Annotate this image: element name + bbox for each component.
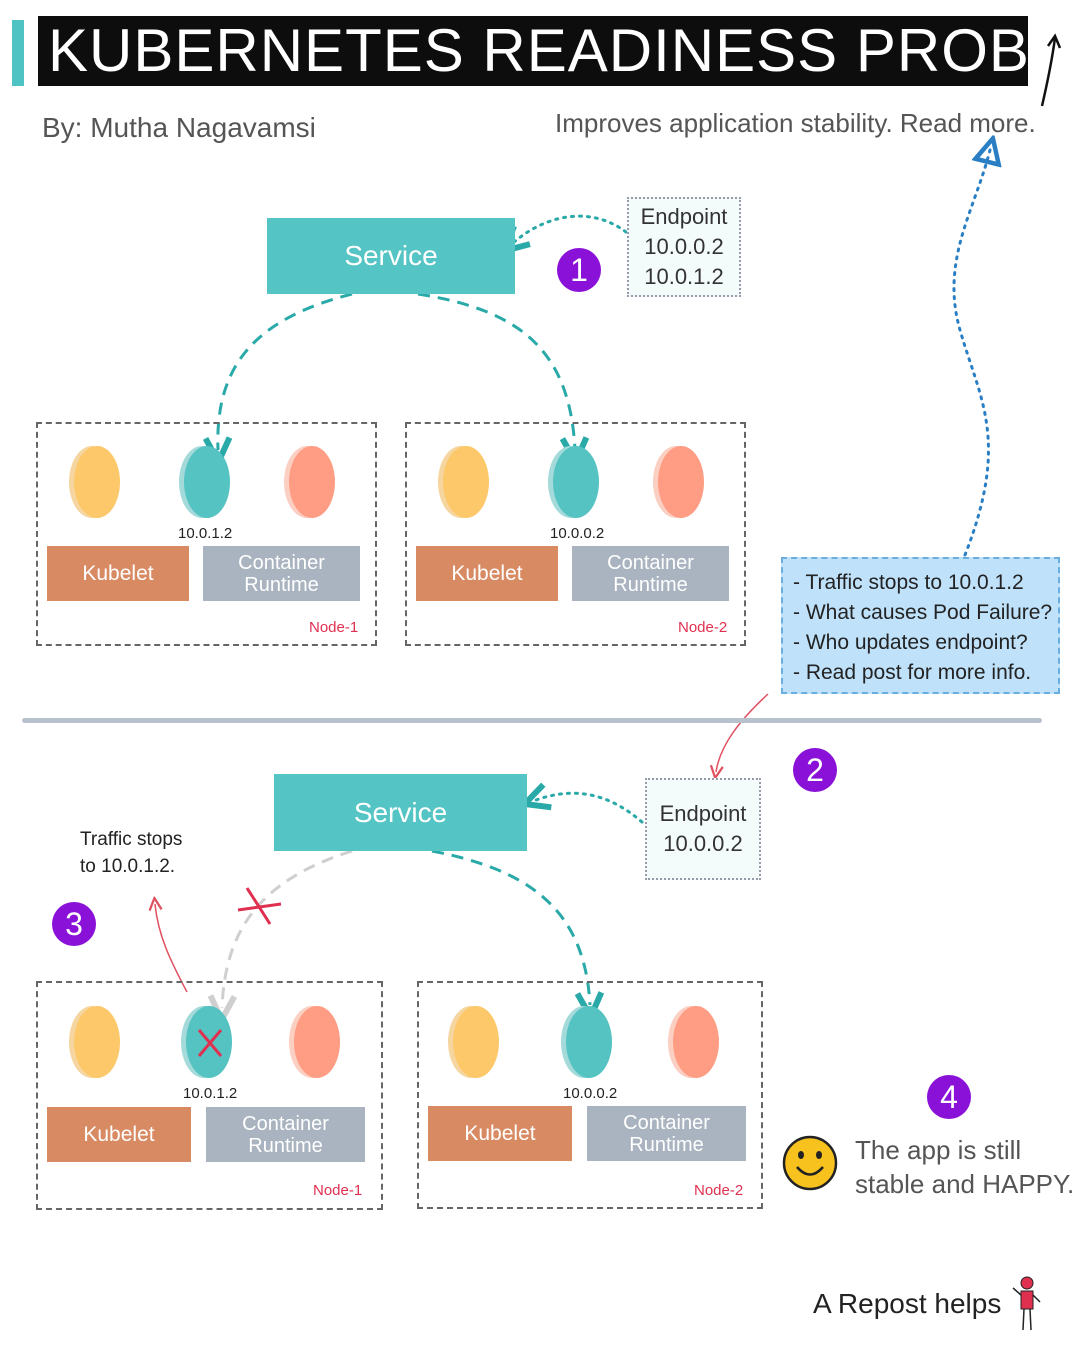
repost-callout: A Repost helps xyxy=(813,1288,1002,1319)
pod-to-traffic-text-arrow xyxy=(155,904,188,993)
pod-ip-label: 10.0.0.2 xyxy=(550,525,605,542)
runtime-label-line2: Runtime xyxy=(248,1134,323,1157)
step-badge-1: 1 xyxy=(557,248,601,292)
runtime-label-line2: Runtime xyxy=(244,573,319,596)
happy-app-message: The app is still stable and HAPPY. xyxy=(855,1133,1074,1201)
runtime-label-line2: Runtime xyxy=(629,1133,704,1156)
section-divider xyxy=(22,718,1042,723)
runtime-label-line1: Container xyxy=(238,551,325,574)
node-name-label: Node-1 xyxy=(313,1182,363,1199)
service-to-pod-node2-arrow xyxy=(417,292,575,450)
node2-pods-scene1 xyxy=(438,446,704,518)
node1-pods-scene1 xyxy=(69,446,335,518)
note-line: - What causes Pod Failure? xyxy=(793,601,1053,624)
pod-ip-label: 10.0.1.2 xyxy=(178,525,233,542)
runtime-label-line1: Container xyxy=(623,1111,710,1134)
traffic-stops-note: Traffic stops to 10.0.1.2. xyxy=(80,826,182,880)
kubelet-box: Kubelet xyxy=(47,1107,191,1162)
runtime-label-line1: Container xyxy=(607,551,694,574)
step-badge-2: 2 xyxy=(793,748,837,792)
kubelet-box: Kubelet xyxy=(416,546,558,601)
traffic-text-line2: to 10.0.1.2. xyxy=(80,856,176,877)
info-note: - Traffic stops to 10.0.1.2 - What cause… xyxy=(781,557,1060,694)
step-badge-4: 4 xyxy=(927,1075,971,1119)
smiley-face-icon xyxy=(782,1135,838,1191)
traffic-text-line1: Traffic stops xyxy=(80,829,183,850)
endpoint-ip: 10.0.0.2 xyxy=(644,234,724,259)
runtime-label-line1: Container xyxy=(242,1112,329,1135)
endpoint-to-service-arrow-1 xyxy=(513,214,628,243)
happy-line2: stable and HAPPY. xyxy=(855,1169,1075,1199)
step-badge-3: 3 xyxy=(52,902,96,946)
author-credit: By: Mutha Nagavamsi xyxy=(42,112,316,143)
subtitle-read-more: Improves application stability. Read mor… xyxy=(555,108,1036,138)
note-to-subtitle-connector xyxy=(952,150,990,557)
service-box-1: Service xyxy=(267,218,515,294)
note-line: - Read post for more info. xyxy=(793,661,1032,684)
endpoint-box-1: Endpoint 10.0.0.2 10.0.1.2 xyxy=(627,197,741,297)
endpoint-ip: 10.0.0.2 xyxy=(663,831,743,856)
runtime-label-line2: Runtime xyxy=(613,573,688,596)
node2-pods-scene2 xyxy=(448,1006,719,1078)
node-2-box xyxy=(405,422,746,646)
stick-figure-icon xyxy=(1012,1276,1041,1331)
node-2-box-healthy xyxy=(417,981,763,1209)
kubelet-box: Kubelet xyxy=(47,546,189,601)
happy-line1: The app is still xyxy=(855,1135,1022,1165)
pod-ip-label: 10.0.0.2 xyxy=(563,1085,618,1102)
node1-pods-scene2 xyxy=(69,1006,340,1078)
node-name-label: Node-1 xyxy=(309,619,359,636)
endpoint-box-2: Endpoint 10.0.0.2 xyxy=(645,778,761,880)
note-line: - Who updates endpoint? xyxy=(793,631,1028,654)
endpoint-title: Endpoint xyxy=(640,204,728,229)
page-title: KUBERNETES READINESS PROBES xyxy=(38,16,1028,86)
node-1-box-failed xyxy=(36,981,383,1210)
endpoint-to-service-arrow-2 xyxy=(536,793,644,824)
note-line: - Traffic stops to 10.0.1.2 xyxy=(793,571,1024,594)
top-right-arrow xyxy=(1040,37,1057,107)
node-name-label: Node-2 xyxy=(678,619,728,636)
service-to-healthy-pod-arrow xyxy=(431,849,590,1005)
failed-pod-x-icon xyxy=(197,1029,223,1057)
pod-ip-label: 10.0.1.2 xyxy=(183,1085,238,1102)
note-to-endpoint2-arrow xyxy=(716,693,769,772)
title-accent-bar xyxy=(12,20,24,86)
kubelet-box: Kubelet xyxy=(428,1106,572,1161)
blocked-x-icon xyxy=(237,887,282,925)
endpoint-ip: 10.0.1.2 xyxy=(644,264,724,289)
service-to-pod-node1-arrow xyxy=(218,292,353,450)
node-1-box xyxy=(36,422,377,646)
endpoint-title: Endpoint xyxy=(659,801,747,826)
service-box-2: Service xyxy=(274,774,527,851)
node-name-label: Node-2 xyxy=(694,1182,744,1199)
